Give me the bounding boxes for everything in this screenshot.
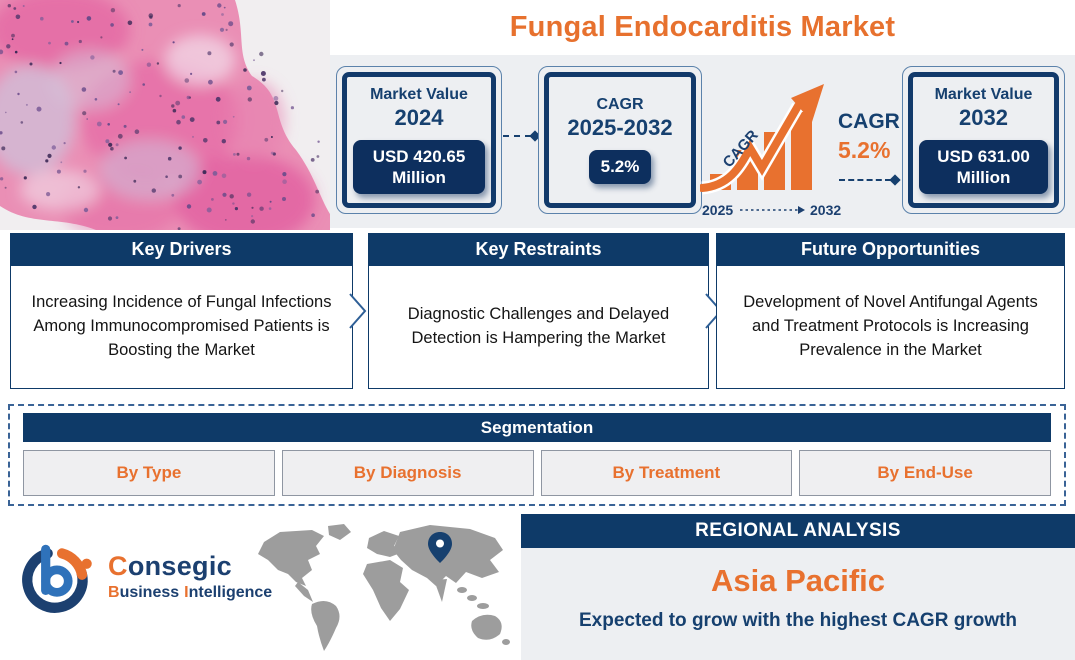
segmentation-section: Segmentation By Type By Diagnosis By Tre… — [8, 404, 1066, 506]
key-restraints-text: Diagnostic Challenges and Delayed Detect… — [368, 265, 709, 389]
year-arrow-head-icon — [798, 206, 805, 214]
market-value-2024-year: 2024 — [394, 104, 444, 130]
logo-intelligence: ntelligence — [188, 583, 273, 601]
growth-arrow-line — [700, 102, 802, 192]
regional-analysis-body: Asia Pacific Expected to grow with the h… — [521, 548, 1075, 660]
market-value-2024-inner: Market Value 2024 USD 420.65 Million — [342, 72, 496, 208]
logo-letter-b: B — [108, 583, 120, 601]
segment-by-end-use: By End-Use — [799, 450, 1051, 496]
start-year-label: 2025 — [702, 202, 733, 218]
segment-by-diagnosis: By Diagnosis — [281, 450, 534, 496]
market-value-2032-value: USD 631.00 Million — [919, 139, 1048, 195]
logo-name-rest: onsegic — [127, 550, 232, 581]
segmentation-title: Segmentation — [23, 413, 1051, 442]
segment-by-type: By Type — [23, 450, 275, 496]
market-value-2032-year: 2032 — [959, 104, 1008, 130]
dashed-connector-1 — [503, 130, 541, 142]
cell-nuclei-dots — [0, 3, 320, 230]
dashed-connector-2 — [839, 174, 901, 186]
cagr-callout: CAGR 5.2% — [838, 110, 902, 164]
key-restraints-panel: Key Restraints Diagnostic Challenges and… — [368, 233, 709, 389]
logo-letter-c: C — [108, 550, 128, 581]
growth-arrow-head-icon — [791, 84, 824, 122]
segment-by-treatment: By Treatment — [540, 450, 793, 496]
market-value-2032-inner: Market Value 2032 USD 631.00 Million — [908, 72, 1059, 208]
growth-chart-graphic: CAGR 2025 2032 — [700, 84, 841, 218]
dashed-line — [503, 135, 531, 137]
key-drivers-text: Increasing Incidence of Fungal Infection… — [10, 265, 353, 389]
segmentation-row: By Type By Diagnosis By Treatment By End… — [23, 450, 1051, 496]
cagr-card-period: 2025-2032 — [567, 115, 673, 141]
future-opportunities-header: Future Opportunities — [716, 233, 1065, 265]
market-value-2024-value: USD 420.65 Million — [353, 139, 485, 195]
logo-letter-i: I — [184, 583, 189, 601]
cagr-card: CAGR 2025-2032 5.2% — [538, 66, 702, 214]
cagr-card-inner: CAGR 2025-2032 5.2% — [544, 72, 696, 208]
histology-image — [0, 0, 330, 230]
map-pin-icon — [428, 532, 452, 563]
chevron-right-icon — [349, 293, 367, 329]
market-value-2032-card: Market Value 2032 USD 631.00 Million — [902, 66, 1065, 214]
cagr-callout-title: CAGR — [838, 110, 900, 133]
logo-company-name: Consegic — [108, 551, 272, 582]
key-drivers-panel: Key Drivers Increasing Incidence of Fung… — [10, 233, 353, 389]
region-name: Asia Pacific — [710, 563, 886, 598]
key-restraints-header: Key Restraints — [368, 233, 709, 265]
cagr-card-label: CAGR — [596, 96, 644, 114]
diamond-endpoint — [889, 174, 901, 186]
cagr-callout-value: 5.2% — [838, 137, 891, 163]
dashed-line — [839, 179, 891, 181]
market-value-2024-card: Market Value 2024 USD 420.65 Million — [336, 66, 502, 214]
end-year-label: 2032 — [810, 202, 841, 218]
market-value-2024-label: Market Value — [370, 85, 468, 103]
world-map — [258, 524, 510, 651]
cagr-card-value: 5.2% — [588, 150, 652, 184]
key-drivers-header: Key Drivers — [10, 233, 353, 265]
future-opportunities-text: Development of Novel Antifungal Agents a… — [716, 265, 1065, 389]
logo-business: usiness — [119, 583, 180, 601]
future-opportunities-panel: Future Opportunities Development of Nove… — [716, 233, 1065, 389]
regional-analysis-header: REGIONAL ANALYSIS — [521, 514, 1075, 548]
region-note: Expected to grow with the highest CAGR g… — [578, 610, 1018, 631]
consegic-logo-icon — [22, 544, 92, 613]
market-value-2032-label: Market Value — [934, 85, 1033, 103]
tissue-texture-blobs — [0, 0, 315, 230]
page-title: Fungal Endocarditis Market — [509, 11, 896, 43]
year-axis: 2025 2032 — [702, 202, 841, 218]
continents — [258, 524, 510, 651]
